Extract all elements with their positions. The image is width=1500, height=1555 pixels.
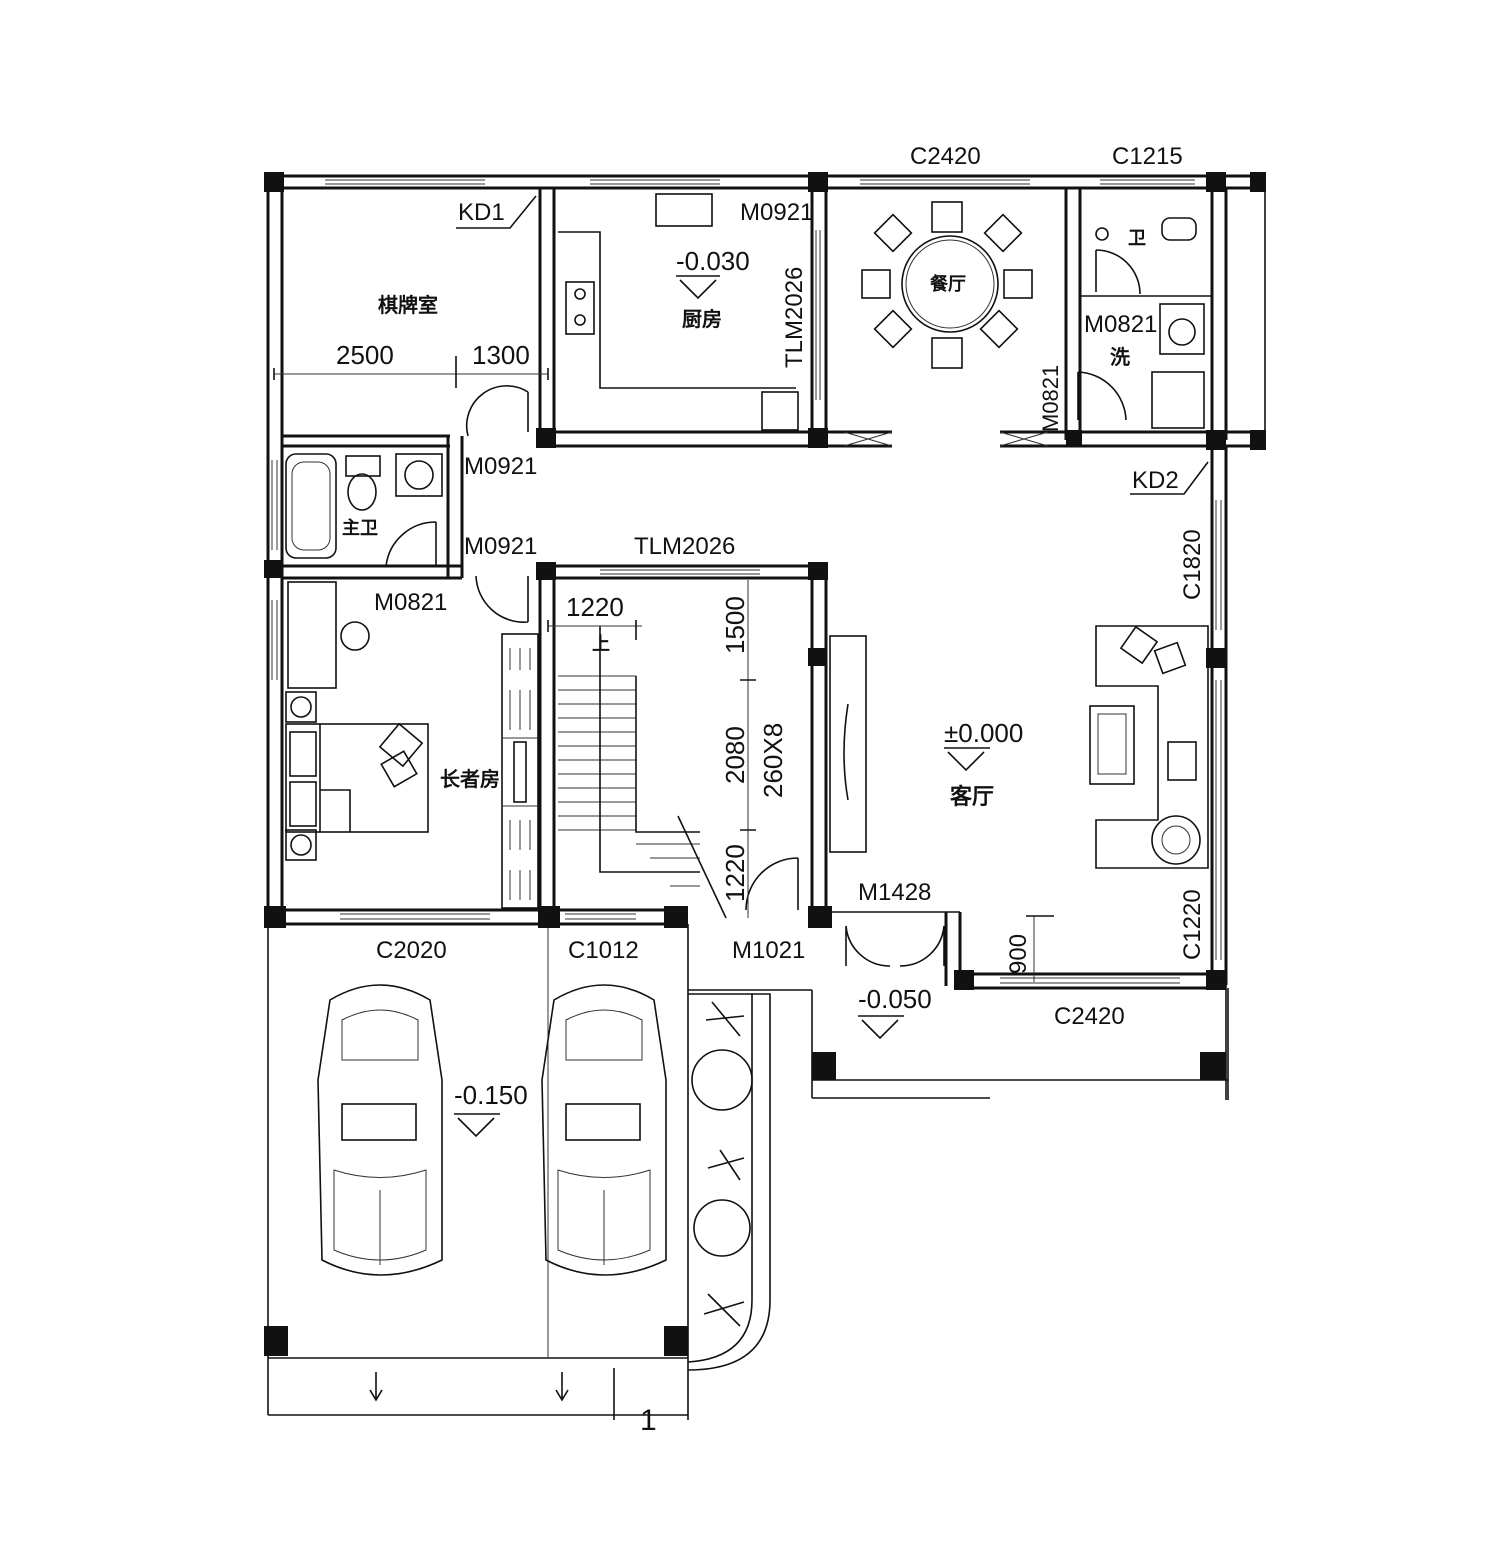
columns	[264, 172, 1266, 1356]
room-wash: 洗	[1110, 345, 1130, 369]
label-m0921-chess: M0921	[464, 453, 537, 480]
windows	[271, 179, 1222, 984]
label-c2420-front: C2420	[1054, 1003, 1125, 1030]
dim-2500: 2500	[336, 340, 394, 370]
dim-1220-stair: 1220	[566, 592, 624, 622]
level-kitchen: -0.030	[676, 246, 750, 276]
label-m0821-wash: M0821	[1084, 311, 1157, 338]
room-chess: 棋牌室	[378, 293, 438, 317]
level-living: ±0.000	[944, 718, 1023, 748]
dim-1500: 1500	[720, 596, 750, 654]
room-master-bath: 主卫	[342, 517, 378, 539]
dim-1300: 1300	[472, 340, 530, 370]
dim-900: 900	[1005, 934, 1032, 974]
label-c2020: C2020	[376, 937, 447, 964]
label-c1012: C1012	[568, 937, 639, 964]
axis-mark: 1	[640, 1404, 657, 1437]
label-kd1: KD1	[458, 199, 505, 226]
label-m1021: M1021	[732, 937, 805, 964]
label-m0921-bath: M0921	[464, 533, 537, 560]
door-swings	[385, 249, 1141, 967]
label-m0821-bath: M0821	[374, 589, 447, 616]
furniture	[285, 193, 1209, 1420]
label-tlm2026-dining: TLM2026	[781, 267, 808, 368]
plants	[691, 1001, 753, 1327]
label-tlm2026-stair: TLM2026	[634, 533, 735, 560]
level-porch: -0.050	[858, 984, 932, 1014]
label-m0921-kitchen: M0921	[740, 199, 813, 226]
dimension-lines	[273, 195, 1209, 1138]
labels: 棋牌室 厨房 餐厅 卫 洗 主卫 长者房 客厅 -0.030 ±0.000 -0…	[336, 143, 1206, 1437]
label-top-toilet: C1215	[1112, 143, 1183, 170]
room-toilet: 卫	[1128, 228, 1146, 249]
level-garage: -0.150	[454, 1080, 528, 1110]
dim-steps: 260X8	[758, 723, 788, 798]
dim-2080: 2080	[720, 726, 750, 784]
label-kd2: KD2	[1132, 467, 1179, 494]
room-kitchen: 厨房	[682, 307, 722, 331]
stair-up: 上	[592, 634, 610, 655]
label-c1220: C1220	[1179, 889, 1206, 960]
car-right	[541, 984, 667, 1276]
car-left	[317, 984, 443, 1276]
room-dining: 餐厅	[929, 273, 966, 295]
label-m0821-toilet: M0821	[1038, 365, 1063, 432]
dim-1220-v: 1220	[720, 844, 750, 902]
room-living: 客厅	[950, 784, 994, 810]
room-elder: 长者房	[440, 767, 500, 791]
label-top-dining: C2420	[910, 143, 981, 170]
label-m1428: M1428	[858, 879, 931, 906]
label-c1820: C1820	[1179, 529, 1206, 600]
